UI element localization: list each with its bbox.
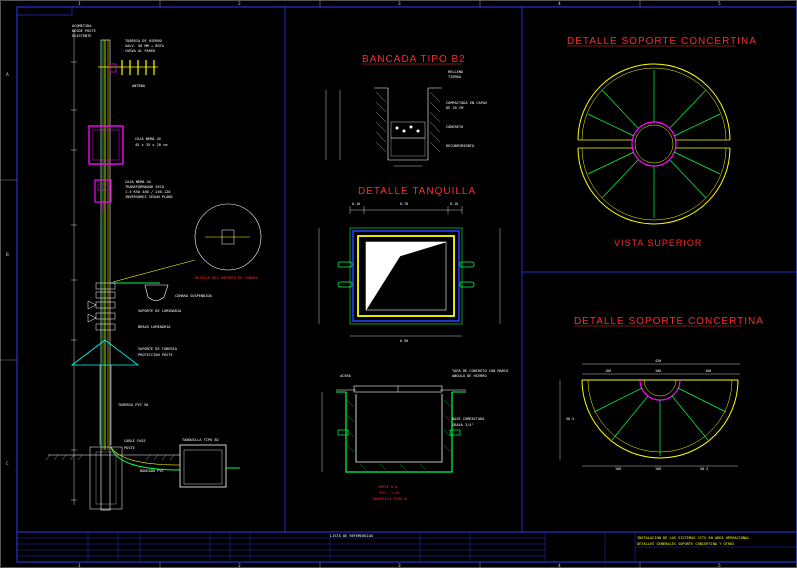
- concertina-dim-5: 30.5: [566, 417, 574, 421]
- tanquilla-title: DETALLE TANQUILLA: [358, 186, 476, 197]
- ruler-top-4: 4: [558, 1, 561, 7]
- pole-note-box1-2: 45 x 35 x 20 cm: [135, 143, 167, 147]
- bottom-ruler-labels: 1 2 3 4 5: [78, 563, 721, 568]
- pole-note-right-4: PROTECCION POSTE: [138, 353, 173, 357]
- pole-note-box1-1: CAJA NEMA 4X: [135, 137, 162, 141]
- pole-note-bottom-3: POSTE: [124, 446, 135, 450]
- title-block: LISTA DE REFERENCIAS INSTALACION DE LOS …: [16, 531, 797, 563]
- pole-note-box2-3: 1.5 KVA 480 / 240-120: [125, 190, 170, 194]
- ruler-bottom-4: 4: [558, 563, 561, 568]
- pole-note-bottom-4: BANCADA PVC: [140, 469, 164, 473]
- bancada-title: BANCADA TIPO B2: [362, 54, 466, 65]
- concertina-dim-7: 100: [655, 467, 661, 471]
- ruler-top-3: 3: [398, 1, 401, 7]
- ruler-bottom-1: 1: [78, 563, 81, 568]
- tanquilla-dim-top-2: 0.70: [400, 202, 408, 206]
- tanquilla-detail: DETALLE TANQUILLA 0.10 0.70 0.10 0.90: [318, 186, 508, 501]
- tanquilla-dim-bottom: 0.90: [400, 339, 408, 343]
- ruler-bottom-3: 3: [398, 563, 401, 568]
- pole-note-top-3: EXISTENTE: [72, 34, 91, 38]
- concertina-bottom-detail: DETALLE SOPORTE CONCERTINA 430 100 100 1…: [559, 316, 764, 471]
- bancada-note-2: TIERRA: [448, 75, 462, 79]
- concertina-dim-4: 100: [705, 369, 711, 373]
- pole-note-antenna: ANTENA: [132, 84, 146, 88]
- pole-note-bottom-1: TUBERIA PVC 50: [118, 403, 148, 407]
- pole-note-red: DETALLE DEL SOPORTE DE CAMARA: [195, 276, 259, 280]
- ruler-top-1: 1: [78, 1, 81, 7]
- pole-note-mid-3: CURVA AL PARED: [125, 49, 155, 53]
- title-block-project-2: DETALLES GENERALES SOPORTE CONCERTINA Y …: [637, 542, 734, 546]
- bancada-note-4: DE 20 CM: [446, 106, 464, 110]
- top-ruler-labels: 1 2 3 4 5: [78, 1, 721, 7]
- pole-detail: ACOMETIDA DESDE POSTE EXISTENTE TUBERIA …: [45, 24, 262, 511]
- ruler-top-5: 5: [718, 1, 721, 7]
- pole-note-mid-1: TUBERIA DE HIERRO: [125, 39, 162, 43]
- pole-note-right-1: SOPORTE DE LUMINARIA: [138, 309, 182, 313]
- tanquilla-note-5: GRAVA 3/4": [452, 423, 474, 427]
- concertina-dim-3: 100: [655, 369, 661, 373]
- concertina-dim-1: 430: [655, 359, 661, 363]
- pole-note-right-3: SOPORTE DE TUBERIA: [138, 347, 178, 351]
- ruler-left-b: B: [6, 252, 9, 258]
- concertina-bottom-title: DETALLE SOPORTE CONCERTINA: [574, 316, 764, 327]
- tanquilla-caption-1: CORTE A-A: [378, 485, 398, 489]
- tanquilla-dim-top-1: 0.10: [352, 202, 360, 206]
- ruler-left-c: C: [6, 461, 9, 467]
- pole-note-mid-2: GALV. 50 MM + BOTA: [125, 44, 165, 48]
- bancada-note-3: COMPACTADA EN CAPAS: [446, 101, 487, 105]
- concertina-top-caption: VISTA SUPERIOR: [614, 238, 702, 248]
- pole-note-tanquilla: TANQUILLA TIPO B2: [182, 438, 219, 442]
- tanquilla-note-4: BASE COMPACTADA: [452, 417, 485, 421]
- pole-note-top-1: ACOMETIDA: [72, 24, 92, 28]
- bancada-detail: BANCADA TIPO B2 RELLENO TIERRA COMPACTAD…: [325, 54, 487, 167]
- concertina-dim-6: 100: [615, 467, 621, 471]
- ruler-bottom-2: 2: [238, 563, 241, 568]
- concertina-top-title: DETALLE SOPORTE CONCERTINA: [567, 36, 757, 47]
- ruler-top-2: 2: [238, 1, 241, 7]
- tanquilla-note-1: ACERA: [340, 374, 352, 378]
- title-block-header: LISTA DE REFERENCIAS: [330, 534, 373, 538]
- pole-note-camera: CAMARA SUSPENDIDA: [175, 294, 213, 298]
- concertina-dim-8: 50.5: [700, 467, 708, 471]
- bancada-note-5: CONCRETO: [446, 125, 463, 129]
- left-ruler-labels: A B C: [6, 72, 9, 467]
- tanquilla-dim-top-3: 0.10: [450, 202, 458, 206]
- tanquilla-note-2: TAPA DE CONCRETO CON MARCO: [452, 369, 508, 373]
- pole-note-top-2: DESDE POSTE: [72, 29, 96, 33]
- bancada-note-1: RELLENO: [448, 70, 463, 74]
- title-block-project-1: INSTALACION DE LOS SISTEMAS CCTV EN AREA…: [637, 536, 750, 540]
- concertina-dim-2: 100: [605, 369, 611, 373]
- bancada-note-6: RECUBRIMIENTO: [446, 144, 474, 148]
- ruler-left-a: A: [6, 72, 9, 78]
- tanquilla-caption-3: TANQUILLA TIPO B: [372, 497, 407, 501]
- pole-note-box2-4: INVERSORES SEGUN PLANO: [125, 195, 173, 199]
- tanquilla-caption-2: ESC. 1:20: [380, 491, 399, 495]
- concertina-top-detail: DETALLE SOPORTE CONCERTINA VISTA SUPERIO…: [567, 36, 757, 248]
- pole-note-right-2: BRAZO LUMINARIA: [138, 325, 171, 329]
- tanquilla-note-3: ANGULO DE HIERRO: [452, 374, 487, 378]
- pole-note-bottom-2: CABLE FASE: [124, 439, 146, 443]
- pole-note-box2-2: TRANSFORMADOR SECO: [125, 185, 164, 189]
- ruler-bottom-5: 5: [718, 563, 721, 568]
- pole-note-box2-1: CAJA NEMA 4X: [125, 180, 152, 184]
